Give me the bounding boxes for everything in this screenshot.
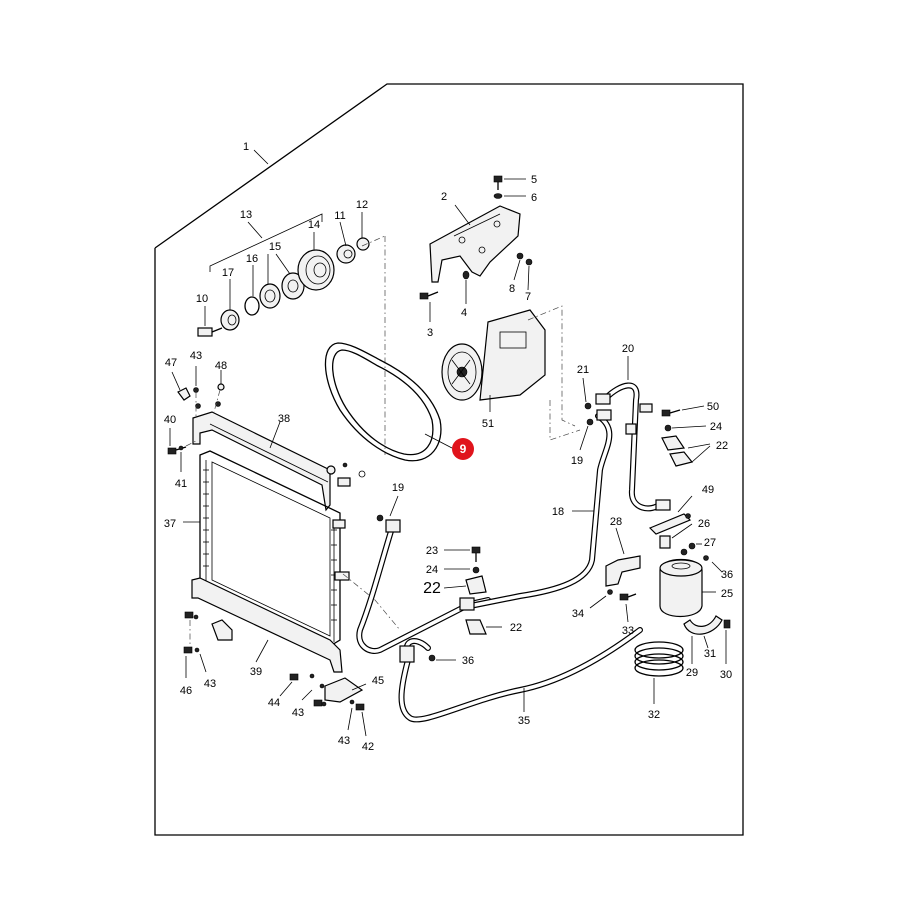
callout-15: 15 — [269, 241, 281, 253]
callout-25: 25 — [721, 588, 733, 600]
callout-22-center: 22 — [423, 580, 441, 597]
callout-47: 47 — [165, 357, 177, 369]
callout-32: 32 — [648, 709, 660, 721]
hose-19-condenser — [356, 495, 491, 654]
callout-44: 44 — [268, 697, 280, 709]
callout-38: 38 — [278, 413, 290, 425]
callout-27: 27 — [704, 537, 716, 549]
callout-33: 33 — [622, 625, 634, 637]
callout-6: 6 — [531, 192, 537, 204]
callout-28: 28 — [610, 516, 622, 528]
callout-3: 3 — [427, 327, 433, 339]
callout-36-right: 36 — [721, 569, 733, 581]
callout-19-line: 19 — [571, 455, 583, 467]
callout-12: 12 — [356, 199, 368, 211]
callout-24-center: 24 — [426, 564, 438, 576]
callout-18: 18 — [552, 506, 564, 518]
compressor — [441, 305, 581, 441]
callout-42: 42 — [362, 741, 374, 753]
callout-43-top: 43 — [190, 350, 202, 362]
callout-7: 7 — [525, 291, 531, 303]
callout-40: 40 — [164, 414, 176, 426]
line-18 — [459, 413, 613, 611]
diagram-frame — [154, 83, 744, 836]
callout-2: 2 — [441, 191, 447, 203]
callout-48: 48 — [215, 360, 227, 372]
compressor-bracket — [419, 175, 533, 322]
bolt-10 — [197, 327, 223, 337]
receiver-drier — [589, 495, 731, 704]
callout-13: 13 — [240, 209, 252, 221]
pulley-assembly — [197, 212, 386, 455]
callout-30: 30 — [720, 669, 732, 681]
callout-29: 29 — [686, 667, 698, 679]
callout-8: 8 — [509, 283, 515, 295]
callout-20: 20 — [622, 343, 634, 355]
callout-35: 35 — [518, 715, 530, 727]
drive-belt — [324, 342, 453, 462]
callout-10: 10 — [196, 293, 208, 305]
callout-21: 21 — [577, 364, 589, 376]
callout-14: 14 — [308, 219, 320, 231]
condenser-fasteners — [167, 366, 367, 737]
callout-37: 37 — [164, 518, 176, 530]
callout-23: 23 — [426, 545, 438, 557]
callout-17: 17 — [222, 267, 234, 279]
callout-4: 4 — [461, 307, 467, 319]
callout-19-condenser: 19 — [392, 482, 404, 494]
callout-5: 5 — [531, 174, 537, 186]
hose-35 — [398, 627, 643, 723]
right-fasteners — [661, 405, 711, 467]
callout-41: 41 — [175, 478, 187, 490]
callout-50: 50 — [707, 401, 719, 413]
condenser — [183, 411, 401, 673]
callout-39: 39 — [250, 666, 262, 678]
center-fittings — [443, 546, 502, 635]
callout-51: 51 — [482, 418, 494, 430]
callout-43-mid: 43 — [292, 707, 304, 719]
callout-49: 49 — [702, 484, 714, 496]
callout-24-right: 24 — [710, 421, 722, 433]
callout-43-right: 43 — [338, 735, 350, 747]
callout-9[interactable]: 9 — [460, 442, 467, 456]
callout-22-right: 22 — [716, 440, 728, 452]
line-20 — [579, 356, 671, 512]
callout-11: 11 — [334, 210, 345, 222]
callout-labels: 1 2 3 4 5 6 7 8 10 11 12 13 14 15 16 17 … — [164, 141, 733, 753]
callout-9-highlighted[interactable]: 9 — [452, 438, 474, 460]
callout-16: 16 — [246, 253, 258, 265]
callout-31: 31 — [704, 648, 716, 660]
callout-1: 1 — [243, 141, 249, 153]
callout-43-left: 43 — [204, 678, 216, 690]
callout-26: 26 — [698, 518, 710, 530]
callout-46: 46 — [180, 685, 192, 697]
callout-45: 45 — [372, 675, 384, 687]
callout-22-lower: 22 — [510, 622, 522, 634]
callout-34: 34 — [572, 608, 584, 620]
callout-36-lower: 36 — [462, 655, 474, 667]
